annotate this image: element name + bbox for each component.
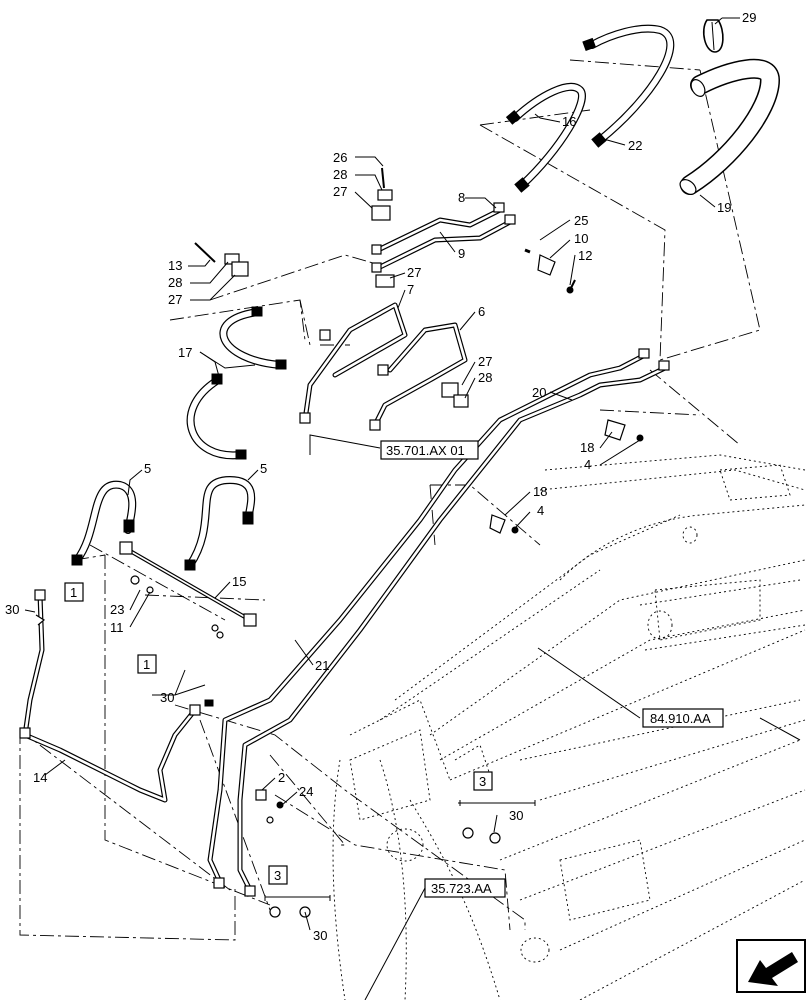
callout-18: 18: [533, 484, 547, 499]
callout-17: 17: [178, 345, 192, 360]
tube-14: [19, 589, 214, 803]
tube-21: [207, 348, 650, 897]
callout-27: 27: [168, 292, 182, 307]
small-fittings: [255, 789, 501, 918]
tube-9: [371, 202, 516, 273]
callout-26: 26: [333, 150, 347, 165]
tube-6: [369, 322, 468, 431]
kit-box-1: 1: [143, 657, 150, 672]
reference-84-910-aa[interactable]: 84.910.AA: [650, 711, 711, 726]
hose-16: [505, 82, 586, 193]
part-callouts: 29 16 22 19 26 28 27 8 9 25 10 12 13 28 …: [5, 10, 756, 943]
callout-14: 14: [33, 770, 47, 785]
callout-7: 7: [407, 282, 414, 297]
kit-box-3: 3: [479, 774, 486, 789]
reference-35-701-ax-01[interactable]: 35.701.AX 01: [386, 443, 465, 458]
tube-15: [119, 541, 257, 639]
kit-box-3: 3: [274, 868, 281, 883]
callout-4: 4: [537, 503, 544, 518]
tube-7: [299, 302, 408, 424]
callout-28: 28: [478, 370, 492, 385]
callout-27: 27: [333, 184, 347, 199]
hose-5-left: [71, 480, 137, 566]
callout-27: 27: [407, 265, 421, 280]
callout-9: 9: [458, 246, 465, 261]
callout-16: 16: [562, 114, 576, 129]
tube-20: [237, 360, 670, 893]
kit-boxes: 1 1 3 3: [64, 582, 536, 901]
callout-24: 24: [299, 784, 313, 799]
callout-8: 8: [458, 190, 465, 205]
hose-22: [582, 24, 675, 148]
callout-2: 2: [278, 770, 285, 785]
callout-5: 5: [144, 461, 151, 476]
reference-boxes: 35.701.AX 01 84.910.AA 35.723.AA: [380, 440, 724, 898]
callout-18: 18: [580, 440, 594, 455]
callout-25: 25: [574, 213, 588, 228]
callout-13: 13: [168, 258, 182, 273]
callout-21: 21: [315, 658, 329, 673]
arrow-next-page-icon[interactable]: [736, 939, 806, 993]
callout-30: 30: [5, 602, 19, 617]
callout-10: 10: [574, 231, 588, 246]
callout-11: 11: [110, 620, 124, 635]
callout-6: 6: [478, 304, 485, 319]
callout-4: 4: [584, 457, 591, 472]
callout-19: 19: [717, 200, 731, 215]
callout-12: 12: [578, 248, 592, 263]
reference-35-723-aa[interactable]: 35.723.AA: [431, 881, 492, 896]
clamp-hardware: [194, 167, 644, 534]
callout-28: 28: [333, 167, 347, 182]
callout-27: 27: [478, 354, 492, 369]
callout-15: 15: [232, 574, 246, 589]
hose-5-right: [184, 475, 256, 571]
callout-22: 22: [628, 138, 642, 153]
callout-20: 20: [532, 385, 546, 400]
callout-28: 28: [168, 275, 182, 290]
kit-box-1: 1: [70, 585, 77, 600]
callout-5: 5: [260, 461, 267, 476]
hose-clip-29: [703, 19, 724, 53]
callout-30: 30: [509, 808, 523, 823]
callout-29: 29: [742, 10, 756, 25]
callout-23: 23: [110, 602, 124, 617]
callout-30: 30: [160, 690, 174, 705]
callout-30: 30: [313, 928, 327, 943]
hose-17: [186, 306, 287, 460]
protective-sleeve-19: [679, 58, 781, 195]
leader-lines: [24, 17, 801, 1000]
loader-arm-outline: [332, 454, 806, 1000]
